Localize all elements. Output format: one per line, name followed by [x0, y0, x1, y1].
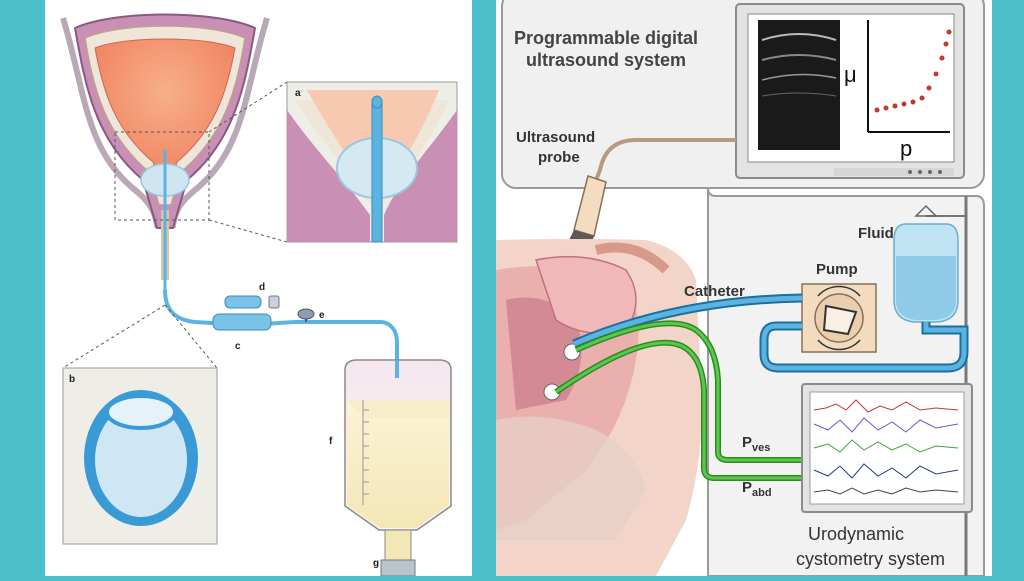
p-ves-label: Pves [742, 434, 770, 454]
elasticity-plot-dots [874, 29, 952, 113]
pelvic-anatomy-illustration [496, 239, 702, 576]
ultrasound-image [758, 20, 840, 150]
bladder-catheter-svg: a d e c b [60, 13, 458, 577]
drainage-tube [163, 289, 399, 378]
ultrasound-system-title-line1: Programmable digital [514, 28, 698, 48]
bladder [60, 13, 270, 290]
p-axis-label: p [900, 136, 912, 161]
bladder-catheter-diagram-panel: a d e c b [45, 0, 472, 577]
peristaltic-pump: Pump [801, 261, 877, 353]
probe-label-line1: Ultrasound [516, 129, 595, 146]
label-g: g [373, 558, 379, 569]
cystometry-title-line2: cystometry system [796, 549, 945, 569]
cystometry-monitor [801, 383, 973, 513]
fluid-label: Fluid [858, 225, 894, 242]
p-abd-label: Pabd [742, 479, 772, 499]
inset-a: a [286, 81, 458, 243]
inset-b: b [62, 367, 218, 545]
label-c: c [235, 341, 241, 352]
label-e: e [319, 310, 325, 321]
pump-label: Pump [816, 261, 858, 278]
probe-cable [590, 138, 736, 191]
urodynamic-system-diagram-panel: Programmable digital ultrasound system [496, 0, 992, 577]
ultrasound-monitor: μ p [735, 3, 965, 179]
probe-label-line2: probe [538, 149, 580, 166]
catheter-connector [212, 295, 315, 331]
ultrasound-system-title-line2: ultrasound system [526, 50, 686, 70]
label-a: a [295, 88, 301, 99]
label-d: d [259, 282, 265, 293]
cystometry-title-line1: Urodynamic [808, 524, 904, 544]
drainage-bag: f g [329, 359, 452, 577]
catheter-label: Catheter [684, 283, 745, 300]
label-b: b [69, 374, 75, 385]
mu-axis-label: μ [844, 62, 857, 87]
zoom-region-outline [114, 131, 210, 221]
label-f: f [329, 436, 333, 447]
urodynamic-system-svg: Programmable digital ultrasound system [496, 0, 985, 577]
